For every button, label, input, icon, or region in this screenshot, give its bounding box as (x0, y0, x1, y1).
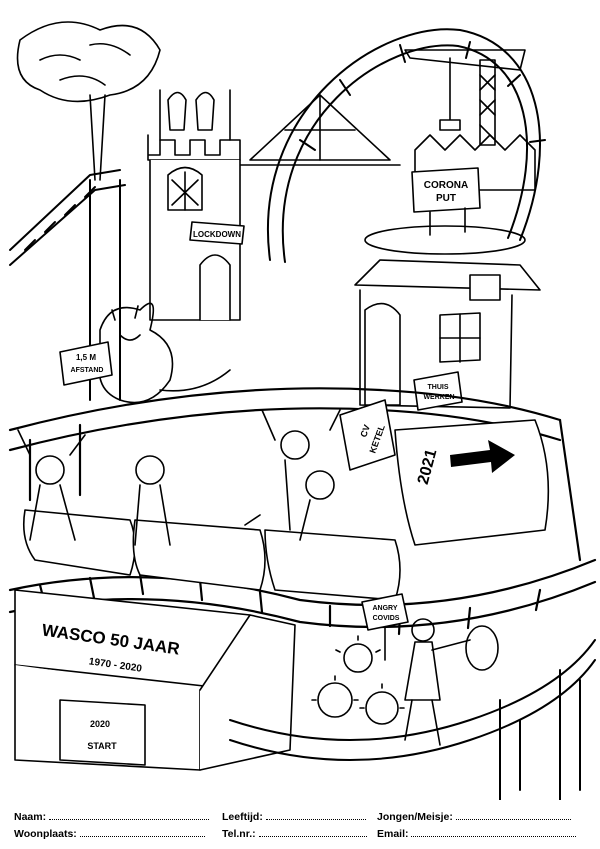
tel-label: Tel.nr.: (222, 828, 256, 840)
lower-track-illustration (229, 639, 596, 800)
station-illustration (14, 589, 296, 771)
leeftijd-line[interactable] (265, 810, 366, 820)
thuis-werken-sign-line2: WERKEN (423, 394, 454, 401)
naam-field[interactable]: Naam: (14, 810, 210, 823)
leeftijd-label: Leeftijd: (222, 811, 263, 823)
gender-line[interactable] (455, 810, 571, 820)
thuis-werken-sign-line1: THUIS (428, 384, 449, 391)
circus-tent-illustration (239, 94, 401, 166)
entry-form: Naam: Leeftijd: Jongen/Meisje: Woonplaat… (14, 810, 586, 846)
distance-sign-illustration (59, 341, 113, 386)
woonplaats-field[interactable]: Woonplaats: (14, 827, 205, 840)
angry-covids-sign-illustration (361, 593, 409, 661)
tel-line[interactable] (258, 827, 367, 837)
gender-label: Jongen/Meisje: (377, 811, 453, 823)
distance-sign-line2: AFSTAND (71, 367, 104, 374)
virus-characters-illustration (311, 635, 405, 725)
man-with-net-illustration (404, 618, 499, 746)
woonplaats-line[interactable] (79, 827, 205, 837)
corona-put-sign-line1: CORONA (424, 180, 468, 191)
tree-illustration (16, 21, 161, 181)
naam-line[interactable] (49, 810, 210, 820)
crane-illustration (404, 49, 526, 146)
factory-illustration (414, 134, 536, 191)
angry-covids-line1: ANGRY (372, 605, 397, 612)
lockdown-sign-illustration (189, 221, 245, 245)
leeftijd-field[interactable]: Leeftijd: (222, 810, 366, 823)
dragon-illustration (98, 302, 231, 404)
riders-illustration (17, 409, 341, 546)
left-track-illustration (9, 169, 126, 401)
email-field[interactable]: Email: (377, 827, 577, 840)
station-start-text: START (87, 741, 117, 751)
woonplaats-label: Woonplaats: (14, 828, 77, 840)
tel-field[interactable]: Tel.nr.: (222, 827, 367, 840)
thuis-werken-sign-illustration (413, 371, 463, 411)
gender-field[interactable]: Jongen/Meisje: (377, 810, 571, 823)
corona-put-sign-line2: PUT (436, 193, 456, 204)
distance-sign-line1: 1,5 M (76, 353, 96, 362)
coaster-cars-illustration (22, 399, 550, 601)
castle-tower-illustration (147, 89, 241, 321)
email-label: Email: (377, 828, 409, 840)
angry-covids-line2: COVIDS (373, 615, 400, 622)
cv-ketel-line1: CV (358, 423, 372, 438)
house-illustration (354, 259, 541, 409)
lockdown-sign-text: LOCKDOWN (193, 230, 241, 239)
email-line[interactable] (411, 827, 577, 837)
naam-label: Naam: (14, 811, 47, 823)
station-year-text: 2020 (90, 719, 110, 729)
corona-put-sign-illustration (364, 167, 526, 255)
coloring-page-illustration: CORONA PUT LOCKDOWN 1,5 M AFSTAND THUIS … (8, 21, 597, 800)
arrow-illustration (450, 440, 515, 473)
